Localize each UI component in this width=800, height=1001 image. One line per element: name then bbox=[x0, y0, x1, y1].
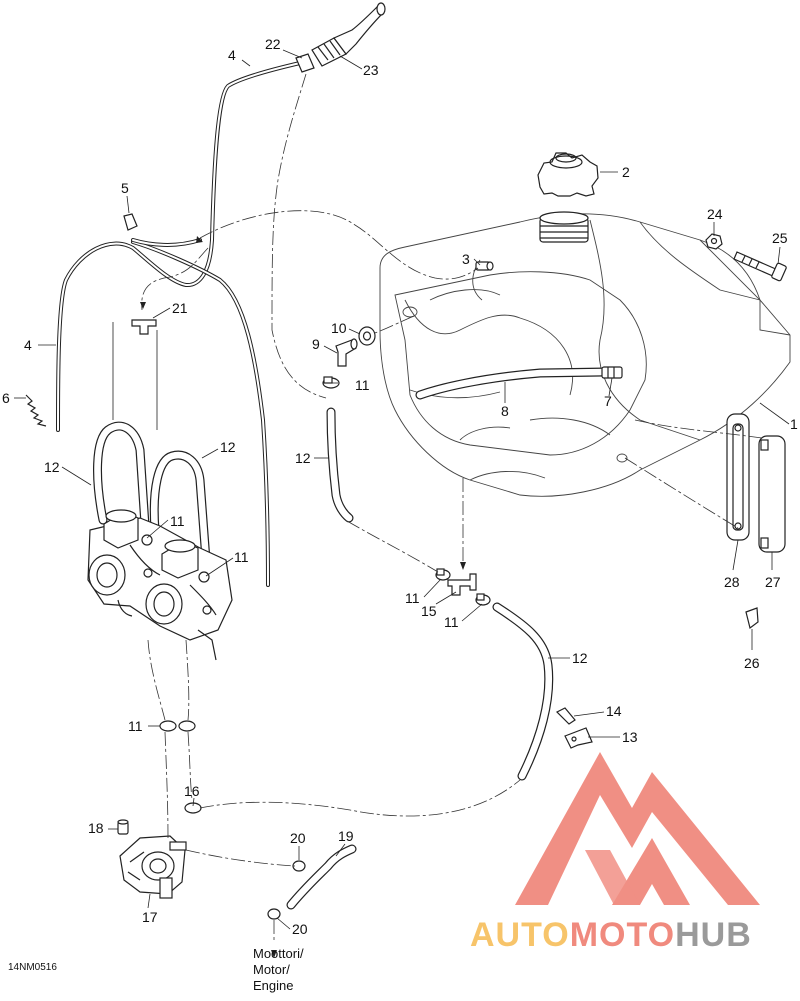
callout-2: 2 bbox=[622, 164, 630, 180]
small-tee bbox=[131, 319, 157, 335]
tank-strap-28 bbox=[726, 413, 750, 541]
callout-16: 16 bbox=[184, 783, 200, 799]
callout-19: 19 bbox=[338, 828, 354, 844]
callout-1: 1 bbox=[790, 416, 798, 432]
fuel-tank bbox=[379, 213, 791, 497]
destination-line: Moottori/ bbox=[253, 946, 304, 961]
grommet bbox=[358, 326, 376, 346]
spring bbox=[25, 394, 47, 427]
bolt bbox=[733, 251, 787, 282]
tank-filler-neck bbox=[539, 211, 589, 243]
callout-15: 15 bbox=[421, 603, 437, 619]
carburetor-assembly bbox=[87, 509, 233, 661]
callout-12: 12 bbox=[572, 650, 588, 666]
callout-5: 5 bbox=[121, 180, 129, 196]
callout-27: 27 bbox=[765, 574, 781, 590]
cable-tie bbox=[555, 707, 576, 725]
callout-11: 11 bbox=[128, 718, 143, 734]
primer-line bbox=[131, 240, 270, 587]
callout-11: 11 bbox=[170, 513, 185, 529]
callout-20: 20 bbox=[292, 921, 308, 937]
callout-22: 22 bbox=[265, 36, 281, 52]
callout-12: 12 bbox=[220, 439, 236, 455]
nut bbox=[705, 233, 723, 250]
callout-26: 26 bbox=[744, 655, 760, 671]
automotohub-logo bbox=[515, 752, 760, 905]
callout-7: 7 bbox=[604, 393, 612, 409]
callout-23: 23 bbox=[363, 62, 379, 78]
drawing-code: 14NM0516 bbox=[8, 962, 57, 973]
primer-line bbox=[131, 238, 202, 247]
rubber-pad bbox=[745, 607, 759, 630]
callout-17: 17 bbox=[142, 909, 158, 925]
engine-fuel-hose bbox=[286, 844, 357, 910]
callout-11: 11 bbox=[444, 614, 459, 630]
callout-4: 4 bbox=[228, 47, 236, 63]
routing-lines bbox=[141, 73, 763, 940]
callout-9: 9 bbox=[312, 336, 320, 352]
line-clip bbox=[123, 213, 138, 231]
fuel-cap bbox=[537, 152, 599, 197]
fuel-hose bbox=[93, 421, 150, 530]
tank-fitting bbox=[601, 366, 623, 379]
destination-line: Engine bbox=[253, 978, 293, 993]
tank-vent-tube bbox=[415, 367, 610, 400]
arrow-head bbox=[140, 302, 146, 309]
hose-clamp bbox=[159, 720, 196, 732]
callout-11: 11 bbox=[405, 590, 420, 606]
primer-nut bbox=[295, 53, 315, 73]
fuel-hose bbox=[492, 602, 554, 781]
arrow-head bbox=[271, 950, 277, 958]
callout-20: 20 bbox=[290, 830, 306, 846]
hose-clamp bbox=[435, 568, 451, 581]
callout-3: 3 bbox=[462, 251, 470, 267]
primer-pump bbox=[311, 2, 386, 67]
callout-6: 6 bbox=[2, 390, 10, 406]
hose-clamp bbox=[475, 593, 491, 606]
callout-14: 14 bbox=[606, 703, 622, 719]
callout-10: 10 bbox=[331, 320, 347, 336]
fuel-hose bbox=[149, 450, 211, 565]
callout-12: 12 bbox=[295, 450, 311, 466]
destination-label: Moottori/ Motor/ Engine bbox=[253, 946, 304, 993]
elbow-fitting bbox=[335, 338, 358, 367]
callout-11: 11 bbox=[234, 549, 249, 565]
callout-11: 11 bbox=[355, 377, 370, 393]
callout-18: 18 bbox=[88, 820, 104, 836]
callout-12: 12 bbox=[44, 459, 60, 475]
fuel-hose bbox=[326, 407, 354, 523]
hose-clamp bbox=[322, 376, 340, 389]
fuel-pump bbox=[119, 835, 187, 899]
leader-lines bbox=[14, 49, 790, 930]
hose-clamp bbox=[292, 860, 306, 872]
callout-28: 28 bbox=[724, 574, 740, 590]
arrow-head bbox=[196, 236, 203, 243]
hose-bracket bbox=[564, 727, 593, 749]
callout-13: 13 bbox=[622, 729, 638, 745]
callout-4: 4 bbox=[24, 337, 32, 353]
callout-24: 24 bbox=[707, 206, 723, 222]
tee-fitting bbox=[447, 573, 477, 596]
logo-wordmark: AUTOMOTOHUB bbox=[470, 916, 752, 954]
callout-labels: 1 2 3 4 4 5 6 7 8 9 10 11 11 11 11 11 11… bbox=[2, 36, 798, 937]
tank-strap-27 bbox=[758, 435, 786, 553]
fuel-filter bbox=[117, 819, 129, 835]
hose-clamp bbox=[267, 908, 281, 920]
arrow-head bbox=[460, 562, 466, 570]
callout-21: 21 bbox=[172, 300, 188, 316]
callout-8: 8 bbox=[501, 403, 509, 419]
primer-line bbox=[56, 61, 302, 432]
destination-line: Motor/ bbox=[253, 962, 290, 977]
callout-25: 25 bbox=[772, 230, 788, 246]
